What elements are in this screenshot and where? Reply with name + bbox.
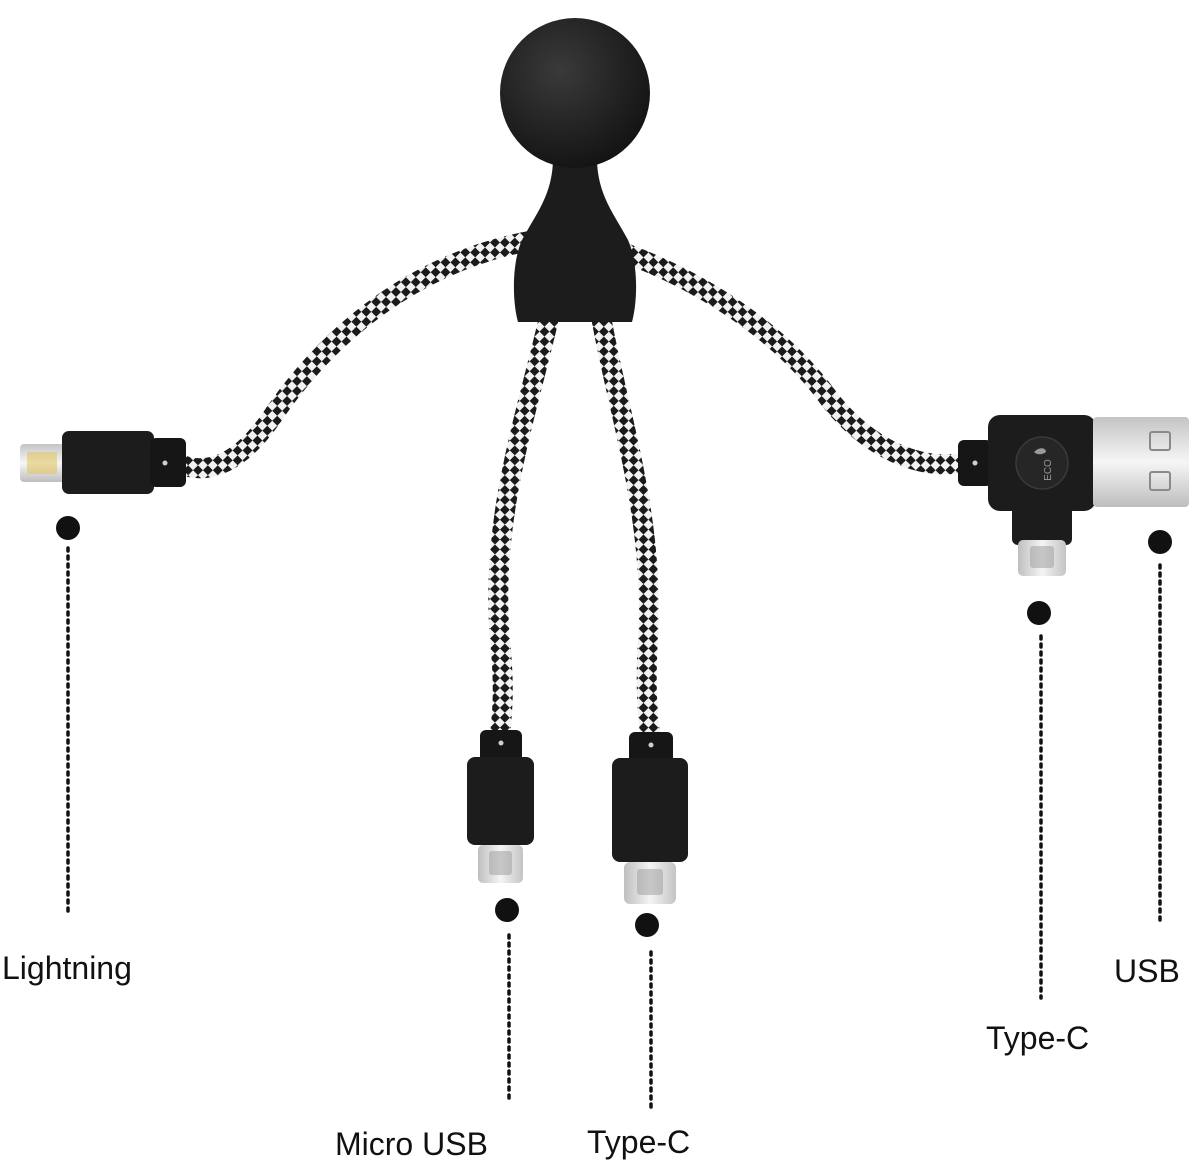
lightning-cable (172, 230, 545, 479)
leader-micro-usb (495, 898, 519, 1100)
micro-usb-cable (488, 312, 558, 745)
micro-usb-connector (467, 730, 534, 883)
label-type-c-middle: Type-C (587, 1124, 691, 1160)
usb-typec-combo-connector: ECO (958, 415, 1189, 576)
leader-lightning (56, 516, 80, 914)
leader-type-c-middle (635, 913, 659, 1114)
label-usb: USB (1114, 953, 1180, 989)
label-micro-usb: Micro USB (335, 1126, 488, 1162)
hub-body (500, 18, 650, 322)
eco-badge: ECO (1043, 459, 1054, 481)
lightning-connector (20, 431, 186, 494)
leader-usb (1148, 530, 1172, 927)
type-c-middle-connector (612, 732, 688, 904)
leaf-icon (1034, 448, 1046, 455)
usb-cable (575, 230, 973, 475)
type-c-middle-cable (592, 312, 660, 745)
label-type-c-right: Type-C (986, 1020, 1090, 1056)
label-lightning: Lightning (2, 950, 132, 986)
leader-type-c-right (1027, 601, 1051, 1000)
